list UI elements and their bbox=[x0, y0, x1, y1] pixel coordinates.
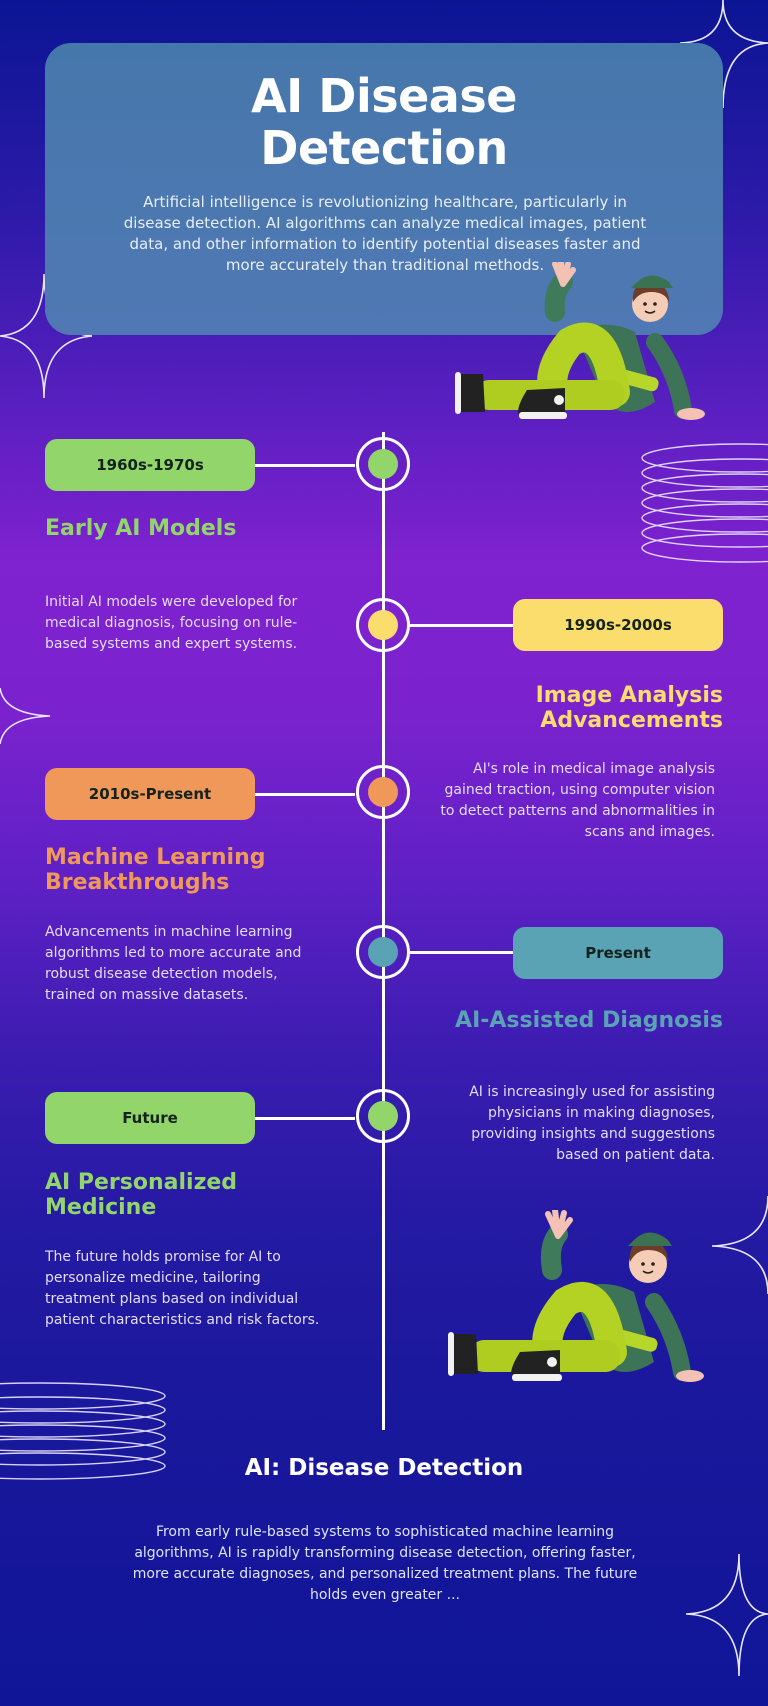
timeline-node bbox=[356, 925, 410, 979]
timeline-connector bbox=[255, 793, 355, 796]
timeline-connector bbox=[255, 1117, 355, 1120]
timeline-period-label: Present bbox=[585, 944, 651, 962]
footer-summary: From early rule-based systems to sophist… bbox=[132, 1524, 638, 1603]
timeline-period-pill[interactable]: 1990s-2000s bbox=[513, 599, 723, 651]
ellipse-coil-icon bbox=[641, 443, 768, 563]
timeline-node bbox=[356, 437, 410, 491]
timeline-period-pill[interactable]: 1960s-1970s bbox=[45, 439, 255, 491]
timeline-title: Early AI Models bbox=[45, 516, 237, 541]
timeline-title: Image Analysis Advancements bbox=[535, 683, 723, 733]
timeline-node bbox=[356, 598, 410, 652]
timeline-connector bbox=[410, 951, 514, 954]
timeline-period-pill[interactable]: 2010s-Present bbox=[45, 768, 255, 820]
timeline-description: AI is increasingly used for assisting ph… bbox=[469, 1084, 715, 1163]
timeline-node bbox=[356, 1089, 410, 1143]
timeline-description: Initial AI models were developed for med… bbox=[45, 594, 298, 652]
footer-title: AI: Disease Detection bbox=[244, 1455, 524, 1481]
timeline-period-label: 1990s-2000s bbox=[564, 616, 672, 634]
timeline-period-pill[interactable]: Present bbox=[513, 927, 723, 979]
sparkle-star-icon bbox=[686, 1553, 768, 1677]
timeline-period-label: Future bbox=[122, 1109, 178, 1127]
timeline-title: Machine Learning Breakthroughs bbox=[45, 845, 266, 895]
timeline-title: AI Personalized Medicine bbox=[45, 1170, 238, 1220]
hero-card bbox=[45, 43, 723, 335]
timeline-description: The future holds promise for AI to perso… bbox=[45, 1249, 320, 1328]
sparkle-star-icon bbox=[0, 687, 51, 745]
timeline-node bbox=[356, 765, 410, 819]
timeline-period-pill[interactable]: Future bbox=[45, 1092, 255, 1144]
page-title-line2: Detection bbox=[260, 121, 508, 175]
timeline-title: AI-Assisted Diagnosis bbox=[455, 1008, 723, 1033]
timeline-connector bbox=[255, 464, 355, 467]
page-title: AI Disease Detection bbox=[45, 70, 723, 174]
timeline-period-label: 1960s-1970s bbox=[96, 456, 204, 474]
intro-paragraph: Artificial intelligence is revolutionizi… bbox=[123, 193, 647, 274]
waving-character-illustration bbox=[448, 1210, 704, 1382]
timeline-period-label: 2010s-Present bbox=[88, 785, 212, 803]
timeline-description: AI's role in medical image analysis gain… bbox=[440, 761, 715, 840]
timeline-connector bbox=[410, 624, 514, 627]
timeline-description: Advancements in machine learning algorit… bbox=[45, 924, 302, 1003]
sparkle-star-icon bbox=[712, 1195, 768, 1295]
page-title-line1: AI Disease bbox=[251, 69, 517, 123]
